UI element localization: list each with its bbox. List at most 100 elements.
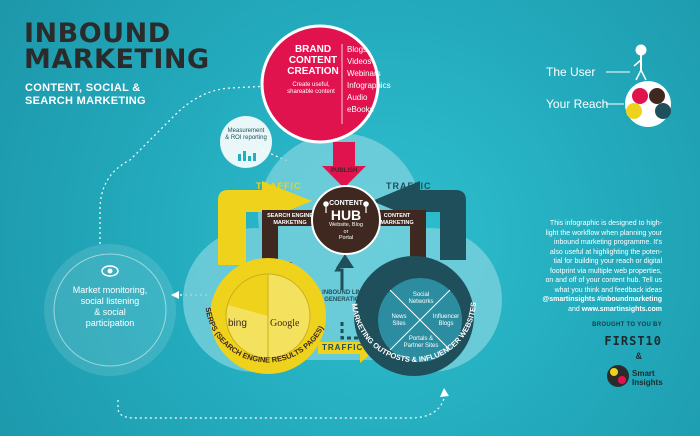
desc-line-6: on and off of your content hub. Tell us: [545, 277, 663, 284]
cm-l1: CONTENT: [383, 213, 411, 219]
publish-arrow: [322, 142, 366, 188]
desc-line-2: inbound marketing programme. It's: [554, 239, 662, 246]
inbound-link-label: INBOUND LINK GENERATION: [316, 290, 372, 304]
dotted-line-bottom: [117, 394, 446, 419]
user-figure-icon: [633, 44, 647, 81]
brand-content-desc: Create useful, shareable content: [280, 82, 342, 96]
desc-line-5: footprint via multiple web properties,: [549, 267, 662, 275]
desc-and: and: [568, 305, 580, 313]
monitor-halo: [44, 244, 176, 376]
yellow-traffic-arrow-left: [218, 190, 262, 265]
brand-content-title: BRAND CONTENT CREATION: [284, 44, 342, 77]
hub-title-l2: HUB: [330, 207, 362, 223]
desc-line-4: tial for building your reach or digital: [553, 258, 662, 265]
content-item-blogs: Blogs: [347, 45, 368, 54]
monitor-l4: participation: [85, 318, 135, 328]
measurement-l1: Measurement: [227, 128, 265, 134]
measurement-l2: & ROI reporting: [225, 135, 267, 141]
inbound-l2: GENERATION: [324, 297, 364, 303]
dotted-arrowhead-bottom: [440, 388, 449, 397]
portals-l2: Partner Sites: [403, 343, 439, 349]
market-monitoring-label: Market monitoring, social listening & so…: [62, 285, 158, 329]
legend-user-label: The User: [546, 65, 596, 79]
inbound-l1: INBOUND LINK: [322, 290, 366, 296]
portals-label: Portals & Partner Sites: [400, 336, 442, 350]
brand-title-l3: CREATION: [287, 66, 339, 77]
traffic-label-bottom: TRAFFIC: [322, 343, 364, 352]
cm-l2: MARKETING: [380, 219, 414, 226]
brought-by-label: BROUGHT TO YOU BY: [592, 322, 662, 328]
hub-desc-l2: or: [343, 228, 349, 235]
influencer-l2: Blogs: [438, 321, 454, 327]
smart-insights-logo-dot: [610, 368, 618, 376]
bing-label: bing: [228, 318, 247, 329]
hub-title-l1: CONTENT: [329, 200, 363, 207]
smart-l1: Smart: [632, 369, 655, 378]
content-item-videos: Videos: [347, 57, 372, 66]
bar-chart-icon: [238, 151, 256, 161]
subtitle-line2: SEARCH MARKETING: [25, 95, 146, 107]
inbound-link-arrowhead: [336, 254, 354, 268]
desc-line-3: also useful at highlighting the poten-: [549, 248, 662, 256]
traffic-label-right: TRAFFIC: [386, 181, 432, 191]
influencer-blogs-label: Influencer Blogs: [428, 314, 464, 328]
measurement-label: Measurement & ROI reporting: [224, 128, 268, 142]
outposts-divider-b: [389, 289, 451, 351]
brand-desc-l1: Create useful,: [292, 82, 330, 88]
monitor-ring: [53, 253, 167, 367]
content-item-webinars: Webinars: [347, 69, 381, 78]
smart-insights-name: Smart Insights: [632, 369, 663, 387]
brand-content-list: Blogs Videos Webinars Infographics Audio…: [347, 44, 391, 116]
monitor-l3: & social: [94, 307, 126, 317]
legend-reach-label: Your Reach: [546, 97, 609, 111]
social-networks-label: Social Networks: [406, 292, 436, 306]
smart-insights-logo: [607, 365, 629, 387]
news-l1: News: [391, 314, 407, 320]
credits-amp: &: [635, 351, 643, 361]
subtitle-line1: CONTENT, SOCIAL &: [25, 82, 141, 94]
brand-title-l1: BRAND: [294, 44, 332, 55]
desc-line-0: This infographic is designed to high-: [549, 220, 662, 227]
content-hub-label: CONTENT HUB Website, Blog or Portal: [322, 200, 370, 242]
social-l2: Networks: [408, 299, 434, 305]
sem-l1: SEARCH ENGINE: [267, 213, 313, 219]
inbound-link-dashed: [340, 322, 358, 340]
search-engine-marketing-label: SEARCH ENGINE MARKETING: [262, 213, 318, 226]
publish-label: PUBLISH: [331, 168, 358, 174]
brand-title-l2: CONTENT: [288, 55, 338, 66]
desc-line-7: what you think and feedback ideas: [554, 286, 662, 294]
title-line1: INBOUND: [24, 18, 171, 49]
content-marketing-label: CONTENT MARKETING: [376, 213, 418, 226]
sem-l2: MARKETING: [273, 219, 307, 226]
content-item-infographics: Infographics: [347, 81, 391, 90]
brand-desc-l2: shareable content: [287, 89, 335, 95]
monitor-l2: social listening: [80, 296, 140, 306]
title-line2: MARKETING: [24, 44, 210, 75]
desc-handle: @smartinsights #inboundmarketing: [542, 296, 662, 303]
brand-content-circle: [260, 24, 380, 144]
measurement-circle: [220, 116, 272, 168]
monitor-l1: Market monitoring,: [72, 285, 148, 295]
serps-pie-slice: [226, 273, 311, 358]
desc-line-1: light the workflow when planning your: [545, 229, 662, 237]
content-item-ebooks: eBooks: [347, 105, 374, 114]
desc-site[interactable]: www.smartinsights.com: [581, 305, 662, 313]
traffic-label-left: TRAFFIC: [256, 181, 302, 191]
smart-l2: Insights: [632, 378, 663, 387]
news-sites-label: News Sites: [386, 314, 412, 328]
reach-globe-icon: [625, 81, 671, 127]
smart-insights-logo-dot-2: [618, 376, 626, 384]
influencer-l1: Influencer: [432, 314, 460, 320]
content-item-audio: Audio: [347, 93, 368, 102]
content-hub-circle: [311, 185, 381, 255]
hub-desc-l3: Portal: [338, 235, 354, 241]
portals-l1: Portals &: [408, 336, 434, 342]
dotted-arrowhead-left: [171, 291, 179, 299]
description-text: This infographic is designed to high- li…: [487, 219, 662, 314]
news-l2: Sites: [392, 321, 406, 327]
eye-icon: [101, 265, 119, 277]
first10-logo-text: FIRST10: [604, 334, 662, 348]
google-label: Google: [270, 318, 300, 329]
